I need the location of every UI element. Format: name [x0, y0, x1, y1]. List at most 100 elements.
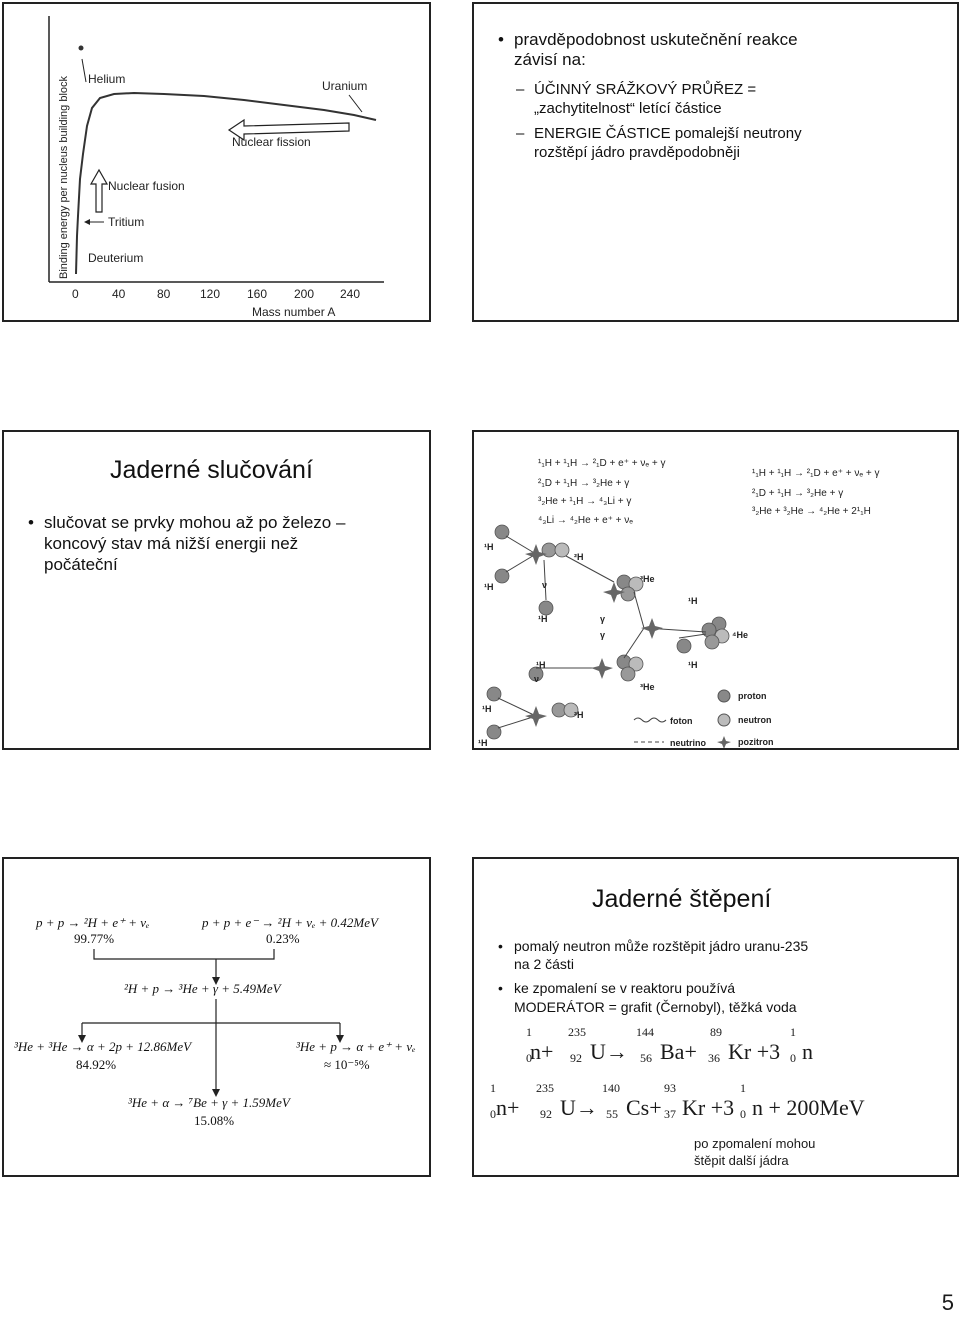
legend-proton: proton [738, 691, 767, 701]
x-axis-label: Mass number A [252, 305, 335, 319]
slide3-note-line1: po zpomalení mohou [694, 1136, 816, 1151]
x-tick-200: 200 [294, 287, 314, 301]
fission-arrow [227, 118, 350, 142]
helium-point [78, 45, 84, 51]
slide2-bullet: • slučovat se prvky mohou až po železo –… [28, 513, 346, 574]
slide3-bullet-1-line2: na 2 části [514, 956, 574, 972]
binding-energy-curve [75, 91, 377, 275]
legend-pozitron: pozitron [738, 737, 774, 747]
svg-text:³He + p → α + e⁺ + νₑ: ³He + p → α + e⁺ + νₑ [296, 1039, 416, 1054]
label-nuclear-fusion: Nuclear fusion [108, 179, 185, 193]
slide-1: 0 40 80 120 160 200 240 Mass number A Bi… [2, 2, 431, 322]
y-axis-label: Binding energy per nucleus building bloc… [58, 75, 70, 279]
slide-2-diagram-panel: ¹₁H + ¹₁H → ²₁D + e⁺ + νₑ + γ ²₁D + ¹₁H … [472, 430, 959, 750]
slide3-bullet-1-line1: pomalý neutron může rozštěpit jádro uran… [514, 938, 809, 954]
diagram-paths [497, 535, 707, 729]
label-helium: Helium [88, 72, 125, 86]
label-h2-a: ²H [574, 552, 584, 562]
pp-branch-pct: 99.77% [74, 931, 114, 946]
fission-equation-2: n+ 1 0 235 92 U→ 140 55 Cs+ 93 37 Kr +3 … [490, 1081, 865, 1121]
svg-text:³He + ³He → α + 2p + 12.86MeV: ³He + ³He → α + 2p + 12.86MeV [14, 1039, 193, 1054]
slide1-bullet: • pravděpodobnost uskutečnění reakce záv… [498, 30, 798, 70]
slide-3-chain-panel: p + p → ²H + e⁺ + νₑ p + p + e⁻ → ²H + ν… [2, 857, 431, 1177]
label-deuterium: Deuterium [88, 251, 143, 265]
x-tick-80: 80 [157, 287, 171, 301]
label-h1-g: ¹H [482, 704, 492, 714]
label-h1-h: ¹H [478, 738, 488, 748]
svg-text:p + p + e⁻ → ²H + νₑ + 0.42MeV: p + p + e⁻ → ²H + νₑ + 0.42MeV [201, 915, 380, 930]
x-tick-labels: 0 40 80 120 160 200 240 [72, 287, 360, 301]
slide2-bullet-line3: počáteční [44, 555, 118, 574]
label-h1-e: ¹H [536, 660, 546, 670]
svg-text:³₂He + ¹₁H → ⁴₃Li + γ: ³₂He + ¹₁H → ⁴₃Li + γ [538, 496, 631, 507]
pp-chain-diagram: ¹₁H + ¹₁H → ²₁D + e⁺ + νₑ + γ ²₁D + ¹₁H … [478, 458, 879, 748]
label-gamma-b: γ [600, 630, 605, 640]
label-he3-a: ³He [640, 574, 655, 584]
pep-branch-pct: 0.23% [266, 931, 300, 946]
he3alpha-branch-pct: 15.08% [194, 1113, 234, 1128]
fusion-arrow [89, 168, 109, 213]
legend-foton: foton [670, 716, 693, 726]
slide1-sub2: – ENERGIE ČÁSTICE pomalejší neutrony roz… [516, 125, 802, 161]
slide1-sub2-line1: ENERGIE ČÁSTICE pomalejší neutrony [534, 125, 802, 142]
x-tick-160: 160 [247, 287, 267, 301]
slide3-bullet-2-line2: MODERÁTOR = grafit (Černobyl), těžká vod… [514, 999, 797, 1015]
slide1-sub1: – ÚČINNÝ SRÁŽKOVÝ PRŮŘEZ = „zachytitelno… [516, 81, 757, 117]
particle-labels: ¹H ¹H ²H ³He ¹H ¹H ⁴He ¹H ¹H ³He ¹H ²H ¹… [478, 542, 748, 748]
label-nu-b: ν [534, 674, 539, 684]
label-tritium: Tritium [108, 215, 144, 229]
svg-text:¹₁H + ¹₁H → ²₁D + e⁺ + νₑ +: ¹₁H + ¹₁H → ²₁D + e⁺ + νₑ + γ [752, 468, 879, 479]
slide1-bullet-line1: pravděpodobnost uskutečnění reakce [514, 30, 798, 49]
slide3-note: po zpomalení mohou štěpit další jádra [694, 1135, 815, 1169]
legend-neutron: neutron [738, 715, 772, 725]
svg-text:²H + p → ³He + γ + 5.49MeV: ²H + p → ³He + γ + 5.49MeV [124, 981, 283, 996]
label-h1-a: ¹H [484, 542, 494, 552]
slide3-bullet-2: • ke zpomalení se v reaktoru používá MOD… [498, 980, 797, 1015]
slide2-bullet-line1: slučovat se prvky mohou až po železo – [44, 513, 346, 532]
slide1-sub2-line2: rozštěpí jádro pravděpodobněji [534, 144, 740, 161]
svg-text:p + p → ²H + e⁺ + νₑ: p + p → ²H + e⁺ + νₑ [35, 915, 149, 930]
slide1-bullet-line2: závisí na: [514, 50, 586, 69]
x-tick-0: 0 [72, 287, 79, 301]
svg-text:²₁D + ¹₁H → ³₂He + γ: ²₁D + ¹₁H → ³₂He + γ [752, 488, 843, 499]
binding-energy-chart: 0 40 80 120 160 200 240 Mass number A Bi… [48, 16, 384, 319]
he3he3-branch-pct: 84.92% [76, 1057, 116, 1072]
slide2-bullet-line2: koncový stav má nižší energii než [44, 534, 299, 553]
bullet-dot: • [498, 30, 504, 49]
label-h1-f: ¹H [688, 660, 698, 670]
collision-stars [525, 544, 663, 727]
label-he3-b: ³He [640, 682, 655, 692]
svg-text:⁴₃Li → ⁴₂He + e⁺ + νₑ: ⁴₃Li → ⁴₂He + e⁺ + νₑ [538, 515, 633, 526]
slide-1-text-panel: • pravděpodobnost uskutečnění reakce záv… [472, 2, 959, 322]
slide3-bullet-1: • pomalý neutron může rozštěpit jádro ur… [498, 938, 809, 972]
slide-3-text-panel: Jaderné štěpení • pomalý neutron může ro… [472, 857, 959, 1177]
slide1-sub1-line1: ÚČINNÝ SRÁŽKOVÝ PRŮŘEZ = [534, 81, 757, 98]
label-nu-a: ν [542, 580, 547, 590]
reaction-equations-left: ¹₁H + ¹₁H → ²₁D + e⁺ + νₑ + γ ²₁D + ¹₁H … [538, 458, 665, 526]
svg-text:¹₁H + ¹₁H → ²₁D + e⁺ + νₑ +: ¹₁H + ¹₁H → ²₁D + e⁺ + νₑ + γ [538, 458, 665, 469]
diagram-particles [486, 524, 730, 740]
label-he4: ⁴He [732, 630, 748, 640]
label-h1-b: ¹H [484, 582, 494, 592]
x-tick-40: 40 [112, 287, 126, 301]
label-h1-c: ¹H [538, 614, 548, 624]
slide2-title: Jaderné slučování [110, 456, 313, 484]
x-tick-240: 240 [340, 287, 360, 301]
x-tick-120: 120 [200, 287, 220, 301]
slide3-note-line2: štěpit další jádra [694, 1153, 789, 1168]
page-number: 5 [941, 1290, 954, 1315]
pp-chain-branching: p + p → ²H + e⁺ + νₑ p + p + e⁻ → ²H + ν… [14, 915, 416, 1128]
slide-2-text-panel: Jaderné slučování • slučovat se prvky mo… [2, 430, 431, 750]
legend-neutrino: neutrino [670, 738, 706, 748]
fission-equation-1: n+ 1 0 235 92 U→ 144 56 Ba+ 89 36 Kr +3 … [526, 1025, 813, 1065]
label-uranium: Uranium [322, 79, 367, 93]
hep-branch-pct: ≈ 10⁻⁵% [324, 1057, 370, 1072]
svg-text:²₁D + ¹₁H → ³₂He + γ: ²₁D + ¹₁H → ³₂He + γ [538, 478, 629, 489]
slide3-bullet-2-line1: ke zpomalení se v reaktoru používá [514, 980, 736, 996]
label-gamma-a: γ [600, 614, 605, 624]
slide1-sub1-line2: „zachytitelnost“ letící částice [534, 100, 722, 117]
svg-text:³₂He + ³₂He → ⁴₂He + 2¹₁H: ³₂He + ³₂He → ⁴₂He + 2¹₁H [752, 506, 871, 517]
slide3-title: Jaderné štěpení [592, 885, 772, 913]
label-h1-d: ¹H [688, 596, 698, 606]
label-h2-b: ²H [574, 710, 584, 720]
